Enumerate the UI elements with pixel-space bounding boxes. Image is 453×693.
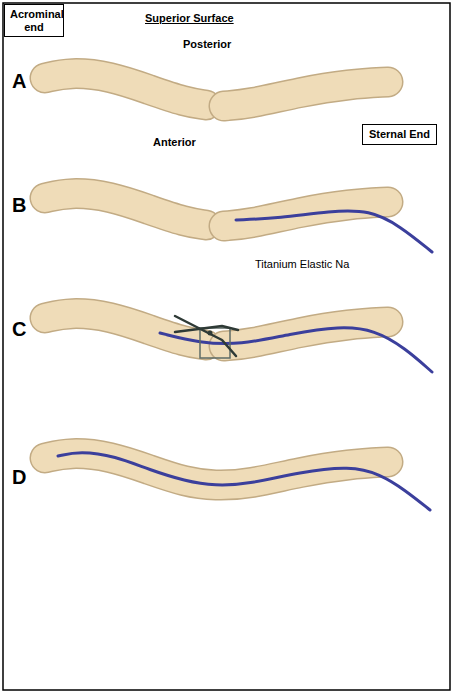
elastic-nail xyxy=(58,453,430,510)
direction-label: Anterior xyxy=(153,136,196,148)
panel-letter: C xyxy=(12,318,26,341)
direction-label: Posterior xyxy=(183,38,231,50)
panel-c xyxy=(45,314,432,372)
label-box: Acrominal end xyxy=(4,4,64,37)
frame xyxy=(3,3,450,690)
clavicle-fragment-outline xyxy=(45,74,206,105)
elastic-nail xyxy=(236,211,432,252)
implant-label: Titanium Elastic Na xyxy=(255,258,349,270)
clavicle-fragment xyxy=(45,74,206,105)
reduction-clamp xyxy=(175,316,238,358)
panel-a xyxy=(45,74,388,106)
box-text: Acrominal end xyxy=(10,8,58,33)
label-box: Sternal End xyxy=(362,124,437,145)
panel-letter: D xyxy=(12,466,26,489)
panel-letter: A xyxy=(12,70,26,93)
clavicle-fragment-outline xyxy=(224,82,388,106)
surface-heading: Superior Surface xyxy=(145,12,234,24)
panel-b xyxy=(45,194,432,252)
panel-letter: B xyxy=(12,194,26,217)
clavicle-fragment xyxy=(45,194,206,225)
clavicle-fragment-outline xyxy=(45,194,206,225)
box-text: Sternal End xyxy=(368,128,431,141)
clavicle-fragment xyxy=(224,82,388,106)
panel-d xyxy=(45,453,430,510)
elastic-nail xyxy=(160,328,432,372)
